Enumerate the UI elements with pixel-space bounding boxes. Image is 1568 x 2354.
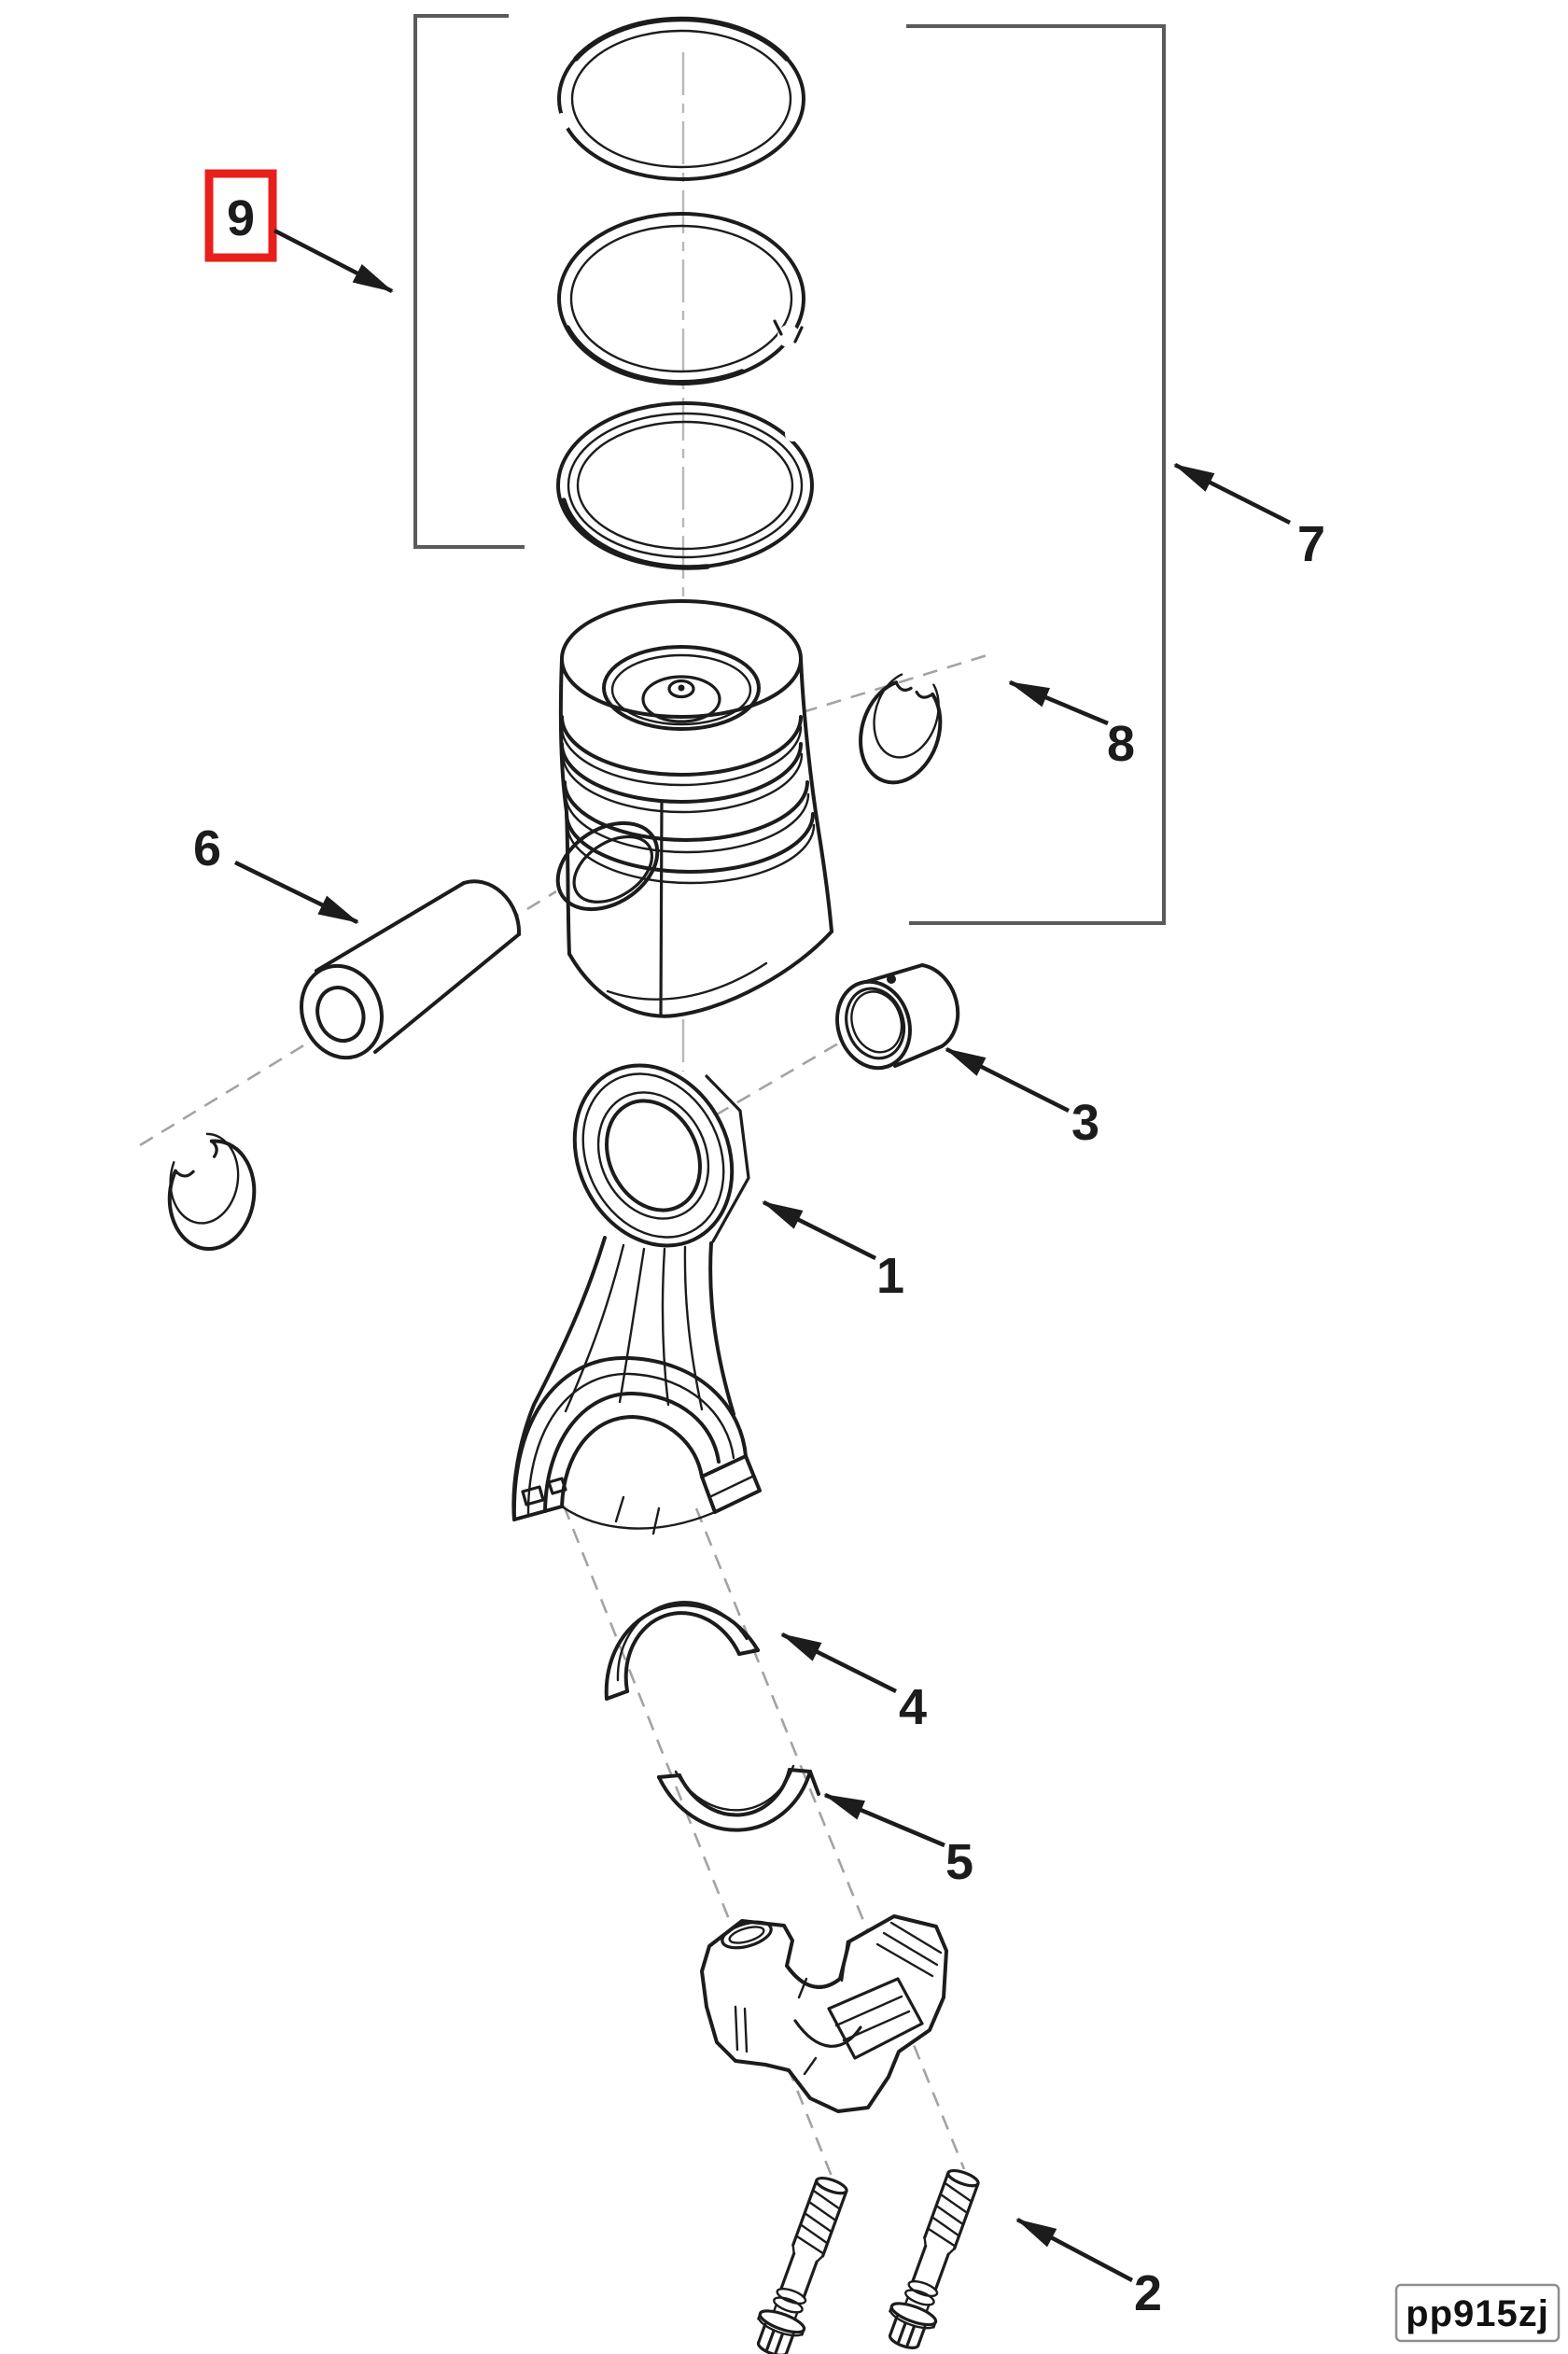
callout-4[interactable]: 4 bbox=[780, 1632, 927, 1735]
callout-8[interactable]: 8 bbox=[1008, 680, 1135, 772]
piston-drawing bbox=[555, 599, 833, 1018]
callout-3[interactable]: 3 bbox=[945, 1046, 1099, 1151]
piston-pin-drawing bbox=[299, 879, 522, 1062]
callout-2-label[interactable]: 2 bbox=[1134, 2265, 1162, 2321]
callout-5[interactable]: 5 bbox=[823, 1792, 973, 1890]
callout-5-arrow bbox=[823, 1792, 945, 1848]
callout-4-label[interactable]: 4 bbox=[899, 1679, 927, 1735]
callout-8-label[interactable]: 8 bbox=[1107, 716, 1135, 772]
callout-2-arrow bbox=[1015, 2218, 1134, 2282]
callout-6-label[interactable]: 6 bbox=[193, 820, 221, 876]
callout-8-arrow bbox=[1008, 680, 1109, 726]
bearing-shell-lower-drawing bbox=[657, 1764, 820, 1832]
bolt-axis-dashed-left bbox=[562, 1505, 834, 2179]
piston-ring-top-drawing bbox=[554, 16, 805, 181]
figure-code-border bbox=[1394, 2283, 1561, 2343]
callout-6[interactable]: 6 bbox=[193, 820, 359, 925]
callout-9[interactable]: 9 bbox=[204, 169, 394, 293]
callout-2[interactable]: 2 bbox=[1015, 2218, 1162, 2321]
callout-3-arrow bbox=[945, 1046, 1071, 1114]
callout-9-arrow bbox=[273, 229, 394, 293]
piston-kit-bracket bbox=[906, 24, 1166, 925]
figure-code-text: pp915zj bbox=[1406, 2293, 1549, 2334]
callout-9-label[interactable]: 9 bbox=[227, 190, 255, 246]
connecting-rod-drawing bbox=[511, 1063, 762, 1535]
retaining-ring-left-drawing bbox=[167, 1132, 257, 1251]
piston-ring-oil-drawing bbox=[556, 401, 814, 570]
ring-set-bracket bbox=[413, 14, 525, 549]
connecting-rod-bushing-drawing bbox=[835, 963, 960, 1071]
callout-1-label[interactable]: 1 bbox=[876, 1248, 904, 1304]
callout-4-arrow bbox=[780, 1632, 898, 1694]
bearing-shell-upper-drawing bbox=[604, 1601, 760, 1701]
callout-1-arrow bbox=[762, 1199, 877, 1261]
callout-5-label[interactable]: 5 bbox=[945, 1834, 973, 1890]
callout-7-label[interactable]: 7 bbox=[1297, 516, 1325, 572]
highlight-box bbox=[204, 169, 277, 262]
callout-3-label[interactable]: 3 bbox=[1071, 1095, 1099, 1151]
callout-7-arrow bbox=[1173, 462, 1292, 525]
retaining-ring-right-drawing bbox=[859, 673, 943, 785]
bolt-axis-dashed-right bbox=[694, 1507, 966, 2170]
rod-cap-drawing bbox=[700, 1914, 948, 2113]
figure-code-box: pp915zj bbox=[1394, 2283, 1561, 2343]
callout-1[interactable]: 1 bbox=[762, 1199, 904, 1304]
callout-7[interactable]: 7 bbox=[1173, 462, 1325, 572]
pin-axis-dashed-right bbox=[802, 652, 994, 714]
callout-6-arrow bbox=[234, 860, 359, 925]
piston-ring-second-drawing bbox=[557, 212, 805, 385]
